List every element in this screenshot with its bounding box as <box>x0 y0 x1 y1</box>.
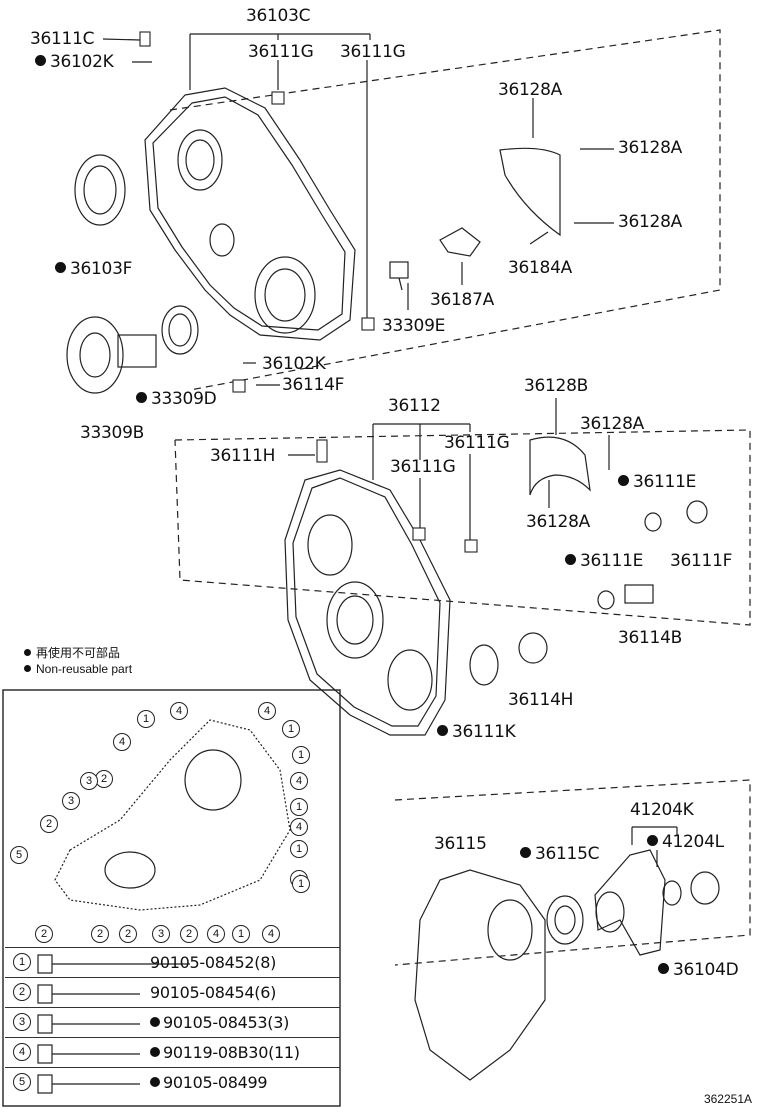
bolt-part-number: 90119-08B30(11) <box>150 1043 300 1062</box>
label-36115C: 36115C <box>520 846 599 863</box>
callout-4: 4 <box>290 818 308 836</box>
bolt-part-number: 90105-08453(3) <box>150 1013 289 1032</box>
bolt-part-number: 90105-08499 <box>150 1073 268 1092</box>
callout-2: 2 <box>180 925 198 943</box>
figure-id: 362251A <box>703 1092 752 1106</box>
label-33309B: 33309B <box>80 423 144 443</box>
callout-4: 4 <box>262 925 280 943</box>
callout-2: 2 <box>119 925 137 943</box>
nonreusable-dot <box>150 1017 160 1027</box>
label-36111E-1: 36111E <box>618 474 696 491</box>
callout-5: 5 <box>10 846 28 864</box>
callout-3: 3 <box>152 925 170 943</box>
label-33309D: 33309D <box>136 391 217 408</box>
label-33309E: 33309E <box>382 316 446 336</box>
callout-4: 4 <box>258 702 276 720</box>
callout-3: 3 <box>80 772 98 790</box>
bolt-row: 4 90119-08B30(11) <box>5 1037 340 1066</box>
bolt-row: 3 90105-08453(3) <box>5 1007 340 1036</box>
label-36104D: 36104D <box>658 962 739 979</box>
label-36111K: 36111K <box>437 724 516 741</box>
label-36102K-mid: 36102K <box>262 354 326 374</box>
label-36128B: 36128B <box>524 376 588 396</box>
label-36111G-b: 36111G <box>340 42 406 62</box>
callout-4: 4 <box>290 772 308 790</box>
callout-4: 4 <box>113 733 131 751</box>
label-36115: 36115 <box>434 834 487 854</box>
callout-1: 1 <box>290 840 308 858</box>
callout-1: 1 <box>137 710 155 728</box>
label-36111H: 36111H <box>210 446 276 466</box>
callout-1: 1 <box>292 746 310 764</box>
bolt-number: 1 <box>13 953 31 971</box>
bolt-number: 4 <box>13 1043 31 1061</box>
label-41204L: 41204L <box>647 834 724 851</box>
callout-3: 3 <box>62 792 80 810</box>
label-36187A: 36187A <box>430 290 494 310</box>
bolt-row: 5 90105-08499 <box>5 1067 340 1096</box>
bolt-row: 1 90105-08452(8) <box>5 947 340 976</box>
nonreusable-dot <box>150 1077 160 1087</box>
label-36112: 36112 <box>388 396 441 416</box>
label-36102K-top: 36102K <box>35 54 114 71</box>
label-36103F: 36103F <box>55 261 132 278</box>
label-36103C: 36103C <box>246 6 311 26</box>
bolt-part-number: 90105-08454(6) <box>150 983 277 1002</box>
callout-1: 1 <box>292 875 310 893</box>
label-36114H: 36114H <box>508 690 574 710</box>
label-36111F: 36111F <box>670 551 733 571</box>
label-36128A-1: 36128A <box>498 80 562 100</box>
callout-2: 2 <box>95 770 113 788</box>
callout-4: 4 <box>207 925 225 943</box>
callout-4: 4 <box>170 702 188 720</box>
label-36111E-2: 36111E <box>565 553 643 570</box>
callout-2: 2 <box>40 815 58 833</box>
bolt-number: 5 <box>13 1073 31 1091</box>
label-36111G-c: 36111G <box>444 433 510 453</box>
label-36111G-a: 36111G <box>248 42 314 62</box>
callout-2: 2 <box>35 925 53 943</box>
callout-2: 2 <box>91 925 109 943</box>
legend-jp: 再使用不可部品 <box>24 644 120 661</box>
legend-en: Non-reusable part <box>24 662 132 676</box>
label-41204K: 41204K <box>630 800 694 820</box>
label-36128A-4: 36128A <box>580 414 644 434</box>
label-36128A-3: 36128A <box>618 212 682 232</box>
label-36114B: 36114B <box>618 628 682 648</box>
label-36111C: 36111C <box>30 29 95 49</box>
label-36128A-2: 36128A <box>618 138 682 158</box>
label-36111G-d: 36111G <box>390 457 456 477</box>
bolt-row: 2 90105-08454(6) <box>5 977 340 1006</box>
callout-1: 1 <box>232 925 250 943</box>
bolt-number: 2 <box>13 983 31 1001</box>
nonreusable-dot <box>150 1047 160 1057</box>
bolt-number: 3 <box>13 1013 31 1031</box>
label-36128A-5: 36128A <box>526 512 590 532</box>
bolt-part-number: 90105-08452(8) <box>150 953 277 972</box>
callout-1: 1 <box>282 720 300 738</box>
label-36184A: 36184A <box>508 258 572 278</box>
callout-1: 1 <box>290 798 308 816</box>
label-36114F: 36114F <box>282 375 345 395</box>
